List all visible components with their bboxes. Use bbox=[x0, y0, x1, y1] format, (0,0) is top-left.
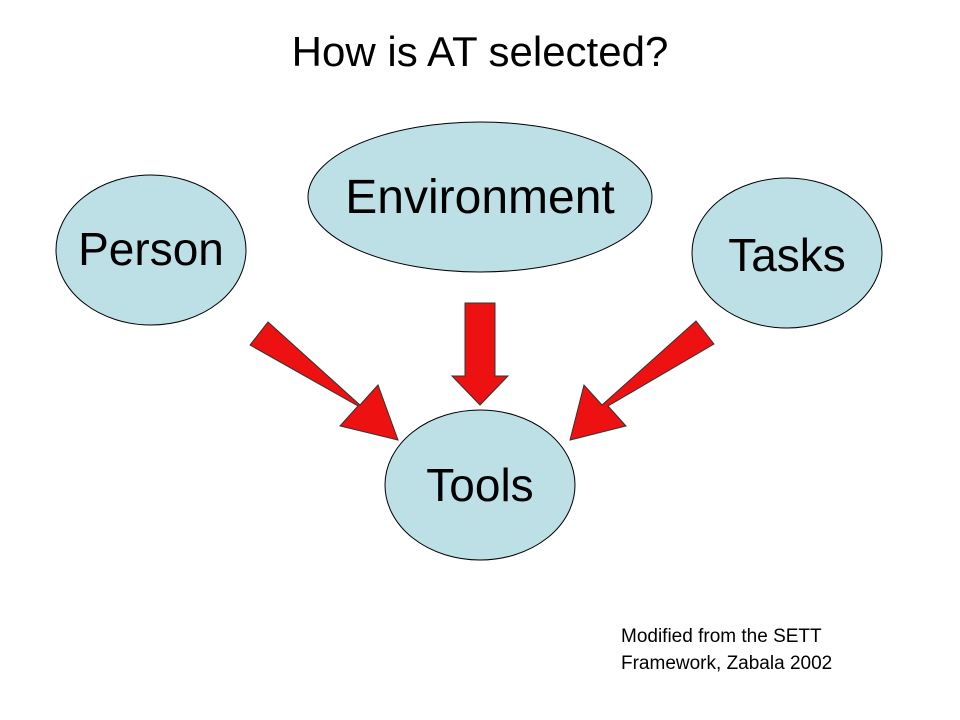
environment-node bbox=[307, 121, 653, 273]
person-node bbox=[55, 174, 247, 326]
person-label: Person bbox=[78, 223, 224, 275]
source-credit: Modified from the SETT Framework, Zabala… bbox=[621, 623, 832, 677]
arrow-environment-to-tools bbox=[450, 302, 510, 406]
environment-label: Environment bbox=[345, 171, 614, 224]
tasks-node bbox=[691, 177, 883, 329]
arrow-person-to-tools bbox=[249, 321, 399, 441]
tools-node bbox=[384, 409, 576, 561]
credit-line-1: Modified from the SETT bbox=[621, 626, 822, 647]
arrow-tasks-to-tools bbox=[569, 320, 715, 441]
tools-label: Tools bbox=[426, 459, 533, 511]
slide-title: How is AT selected? bbox=[291, 28, 669, 75]
credit-line-2: Framework, Zabala 2002 bbox=[621, 653, 833, 674]
tasks-label: Tasks bbox=[728, 229, 846, 281]
